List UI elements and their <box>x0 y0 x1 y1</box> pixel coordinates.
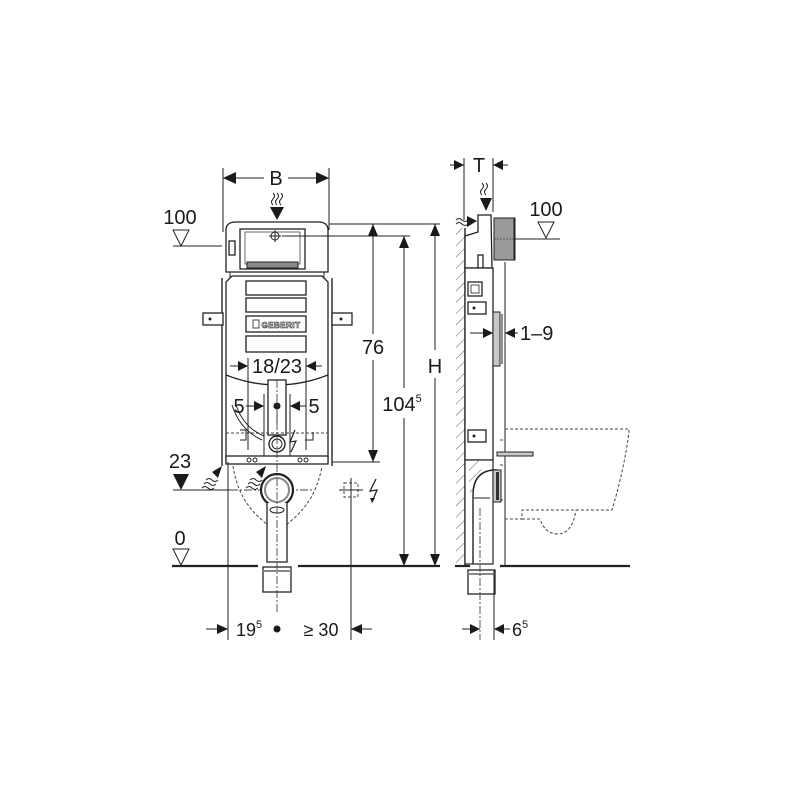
dimension-104-5: 1045 <box>382 236 422 566</box>
lightning-icon <box>289 429 298 453</box>
svg-text:23: 23 <box>169 451 191 473</box>
depth-dimension-t: T <box>450 155 508 220</box>
water-inlet-arrows <box>201 466 266 490</box>
level-marker-0: 0 <box>172 528 440 568</box>
flush-plate <box>492 311 501 367</box>
svg-text:1–9: 1–9 <box>520 323 553 345</box>
wall-hatch <box>456 228 465 566</box>
svg-text:5: 5 <box>308 396 319 418</box>
toilet-outline <box>232 465 323 528</box>
svg-text:1045: 1045 <box>382 393 422 416</box>
svg-text:76: 76 <box>362 337 384 359</box>
toilet-side-outline <box>505 428 630 520</box>
svg-text:18/23: 18/23 <box>252 356 302 378</box>
dimension-6-5: 65 <box>462 619 528 640</box>
drain-bend <box>464 459 502 640</box>
dimension-5-5: 5 5 <box>233 394 320 456</box>
support-rod <box>496 451 534 457</box>
dimension-h: H <box>428 224 442 566</box>
drain-pipe <box>259 472 295 593</box>
level-triangle-icon <box>173 474 189 490</box>
level-marker-100-left: 100 <box>163 207 222 248</box>
svg-text:65: 65 <box>512 619 528 640</box>
dimension-18-23: 18/23 <box>230 354 322 450</box>
lightning-icon <box>368 478 379 503</box>
svg-text:195: 195 <box>236 619 262 640</box>
side-view: T 100 <box>450 155 630 640</box>
electrical-box-icon <box>339 478 379 640</box>
level-triangle-icon <box>172 548 190 567</box>
svg-text:5: 5 <box>233 396 244 418</box>
svg-text:0: 0 <box>174 528 185 550</box>
level-marker-23: 23 <box>169 451 312 491</box>
dimension-1-9: 1–9 <box>470 323 553 345</box>
water-supply-icon <box>455 182 492 227</box>
frame-column <box>464 262 506 566</box>
svg-text:100: 100 <box>163 207 196 229</box>
width-label: B <box>269 168 282 190</box>
level-triangle-icon <box>172 229 190 248</box>
svg-text:≥ 30: ≥ 30 <box>304 620 339 640</box>
cistern-side <box>464 214 560 269</box>
svg-text:T: T <box>473 155 485 177</box>
water-supply-icon <box>270 192 284 220</box>
dimension-76: 76 <box>332 224 384 463</box>
mounting-bracket-left <box>202 312 224 326</box>
svg-text:100: 100 <box>529 199 562 221</box>
dimension-bottom-front: 195 ≥ 30 <box>206 462 372 640</box>
cistern-top-housing <box>225 221 329 282</box>
svg-text:H: H <box>428 356 442 378</box>
brand-plate <box>245 315 307 333</box>
svg-text:GEBERIT: GEBERIT <box>261 321 300 330</box>
width-dimension-b: B <box>222 168 330 232</box>
level-marker-100-right: 100 <box>529 199 563 240</box>
level-triangle-icon <box>537 221 555 240</box>
front-view: B 100 <box>163 168 442 640</box>
